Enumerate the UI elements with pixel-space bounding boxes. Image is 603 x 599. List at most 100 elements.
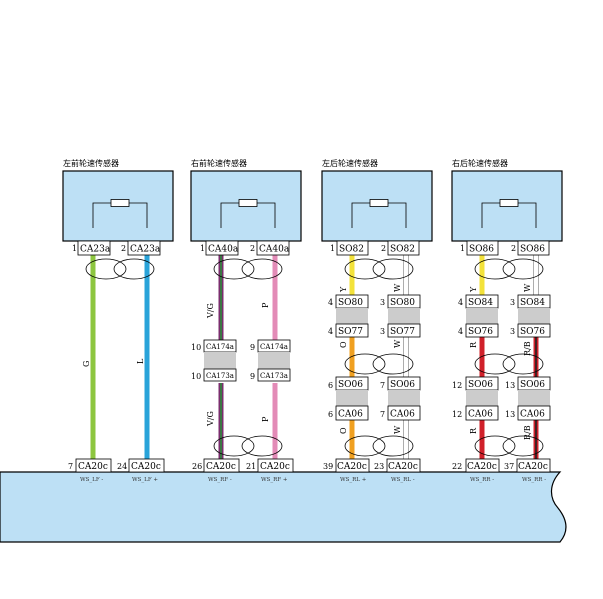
signal-name: WS_RR - bbox=[470, 477, 494, 483]
pin-number: 24 bbox=[117, 462, 127, 471]
wire-code: G bbox=[82, 361, 91, 367]
resistor-icon bbox=[369, 199, 389, 207]
connector-label: SO06 bbox=[520, 380, 545, 390]
wire-code: W bbox=[393, 283, 402, 292]
connector-label: CA06 bbox=[520, 410, 545, 420]
wire-code: O bbox=[339, 341, 348, 348]
wire-code: R bbox=[469, 341, 478, 348]
wire-code: V/G bbox=[206, 411, 215, 427]
connector-label: SO77 bbox=[338, 327, 363, 337]
connector-label: CA20c bbox=[131, 462, 161, 472]
sensor-right-rear: 右后轮速传感器 1 SO86 2 SO86 4 SO84 3 SO84 4 bbox=[451, 158, 563, 483]
connector-label: SO76 bbox=[520, 327, 545, 337]
pin-number: 1 bbox=[200, 244, 205, 253]
connector-label: CA06 bbox=[468, 410, 493, 420]
connector-label: CA173a bbox=[206, 372, 234, 380]
pin-number: 22 bbox=[452, 462, 462, 471]
pin-number: 3 bbox=[380, 327, 385, 336]
wire-y bbox=[479, 255, 485, 295]
resistor-icon bbox=[499, 199, 519, 207]
connector-label: CA20c bbox=[518, 462, 548, 472]
ecu-module bbox=[0, 471, 567, 543]
connector-label: SO77 bbox=[390, 327, 415, 337]
connector-label: CA20c bbox=[388, 462, 418, 472]
pin-number: 1 bbox=[330, 244, 335, 253]
pin-number: 37 bbox=[504, 462, 514, 471]
connector-label: SO80 bbox=[390, 298, 415, 308]
pin-number: 3 bbox=[380, 298, 385, 307]
pin-number: 7 bbox=[380, 381, 385, 390]
sensor-left-rear: 左后轮速传感器 1 SO82 2 SO82 4 SO80 3 SO80 bbox=[321, 158, 433, 483]
pin-number: 7 bbox=[380, 410, 385, 419]
pin-number: 2 bbox=[121, 244, 126, 253]
pin-number: 4 bbox=[328, 298, 333, 307]
wire-code: Y bbox=[469, 286, 478, 293]
pin-number: 10 bbox=[191, 372, 201, 381]
sensor-box bbox=[451, 170, 563, 242]
pin-number: 10 bbox=[191, 343, 201, 352]
pin-number: 4 bbox=[328, 327, 333, 336]
resistor-icon bbox=[110, 199, 130, 207]
signal-name: WS_RF - bbox=[208, 477, 232, 483]
pin-number: 2 bbox=[250, 244, 255, 253]
pin-number: 39 bbox=[323, 462, 333, 471]
connector-label: CA20c bbox=[78, 462, 108, 472]
connector-label: CA40a bbox=[259, 245, 290, 255]
signal-name: WS_LF + bbox=[132, 477, 158, 483]
pin-number: 12 bbox=[452, 410, 462, 419]
pin-number: 3 bbox=[510, 327, 515, 336]
wire-code: L bbox=[136, 358, 145, 364]
wire-code: W bbox=[523, 283, 532, 292]
signal-name: WS_RL - bbox=[391, 477, 415, 483]
pin-number: 3 bbox=[510, 298, 515, 307]
pin-number: 23 bbox=[374, 462, 384, 471]
signal-name: WS_LF - bbox=[80, 477, 103, 483]
wire-code: W bbox=[393, 339, 402, 348]
pin-number: 13 bbox=[505, 410, 515, 419]
wire-g bbox=[90, 255, 96, 460]
pin-number: 9 bbox=[250, 372, 255, 381]
pin-number: 13 bbox=[505, 381, 515, 390]
wire-y bbox=[349, 255, 355, 295]
connector-label: CA20c bbox=[206, 462, 236, 472]
sensor-title: 右后轮速传感器 bbox=[452, 158, 508, 168]
wire-p bbox=[272, 383, 278, 460]
pin-number: 4 bbox=[458, 327, 463, 336]
connector-label: SO80 bbox=[338, 298, 363, 308]
signal-name: WS_RL + bbox=[340, 477, 367, 483]
connector-label: SO86 bbox=[469, 245, 494, 255]
wire-code: V/G bbox=[206, 303, 215, 319]
pin-number: 2 bbox=[511, 244, 516, 253]
pin-number: 7 bbox=[68, 462, 73, 471]
connector-label: CA173a bbox=[260, 372, 288, 380]
wire-code: P bbox=[261, 416, 270, 422]
signal-name: WS_RR - bbox=[522, 477, 546, 483]
connector-label: CA06 bbox=[390, 410, 415, 420]
wire-code: O bbox=[339, 427, 348, 434]
pin-number: 2 bbox=[381, 244, 386, 253]
connector-label: SO84 bbox=[520, 298, 545, 308]
connector-label: SO06 bbox=[468, 380, 493, 390]
connector-label: SO86 bbox=[520, 245, 545, 255]
connector-label: CA23a bbox=[80, 245, 111, 255]
connector-label: SO06 bbox=[338, 380, 363, 390]
connector-label: CA06 bbox=[338, 410, 363, 420]
connector-label: SO82 bbox=[339, 245, 364, 255]
connector-label: CA20c bbox=[260, 462, 290, 472]
sensor-title: 左后轮速传感器 bbox=[322, 158, 378, 168]
wire-p bbox=[272, 255, 278, 340]
connector-label: SO82 bbox=[390, 245, 415, 255]
connector-label: SO06 bbox=[390, 380, 415, 390]
resistor-symbol bbox=[92, 202, 148, 228]
pin-number: 26 bbox=[192, 462, 202, 471]
pin-number: 9 bbox=[250, 343, 255, 352]
signal-name: WS_RF + bbox=[261, 477, 288, 483]
resistor-symbol bbox=[351, 202, 407, 228]
resistor-icon bbox=[238, 199, 258, 207]
wire-code: P bbox=[261, 302, 270, 308]
wire-o bbox=[349, 420, 355, 460]
connector-label: CA23a bbox=[130, 245, 161, 255]
wire-code: Y bbox=[339, 286, 348, 293]
wire-code: R bbox=[469, 427, 478, 434]
